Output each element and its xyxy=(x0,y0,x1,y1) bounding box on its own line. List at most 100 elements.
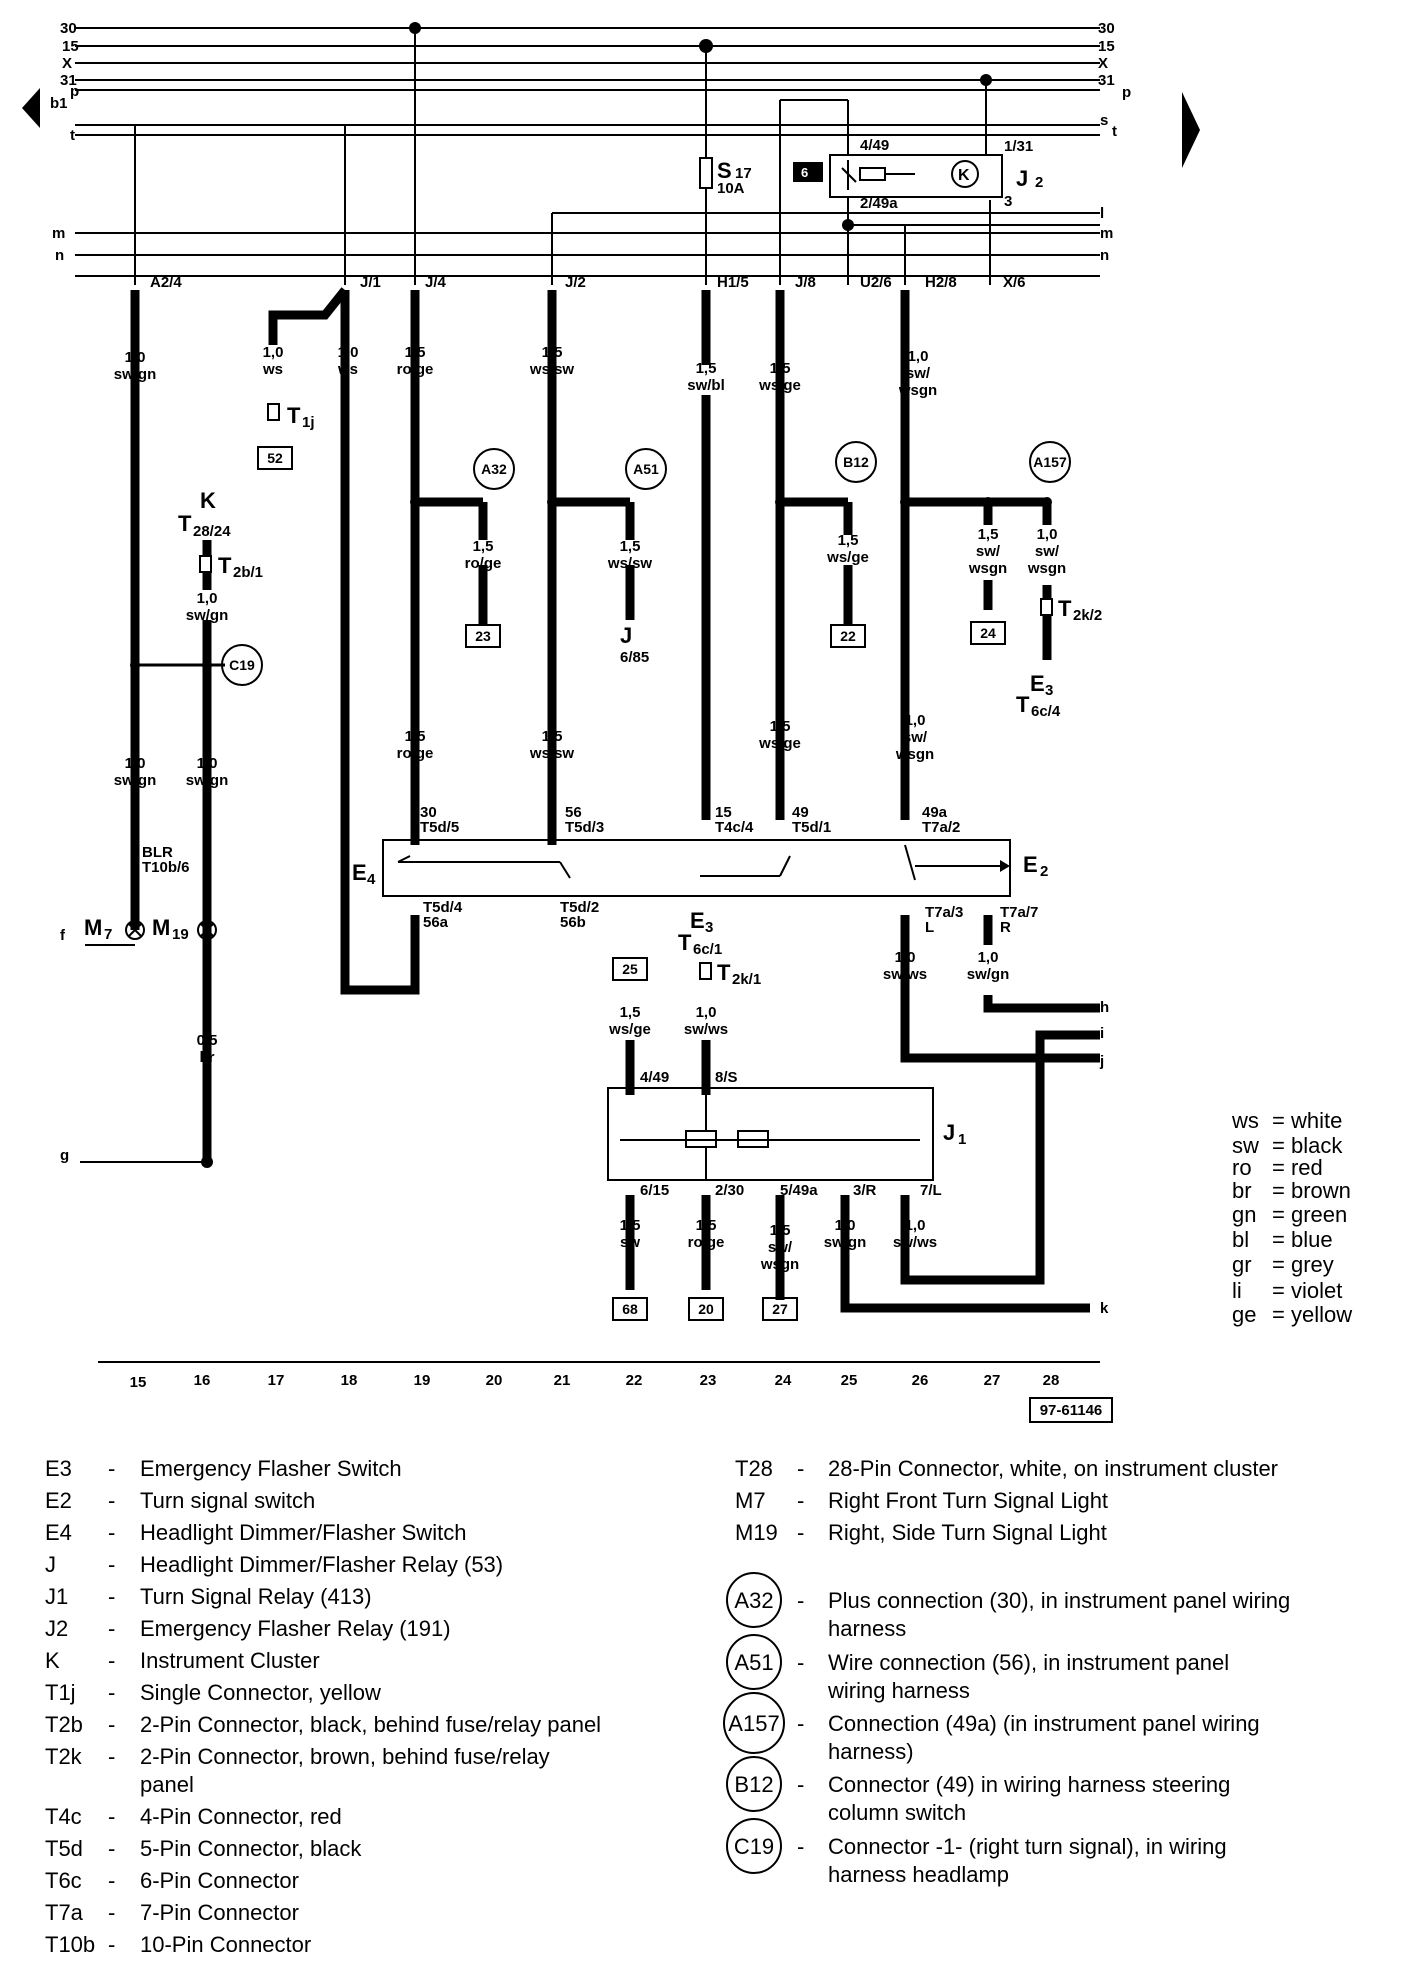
svg-text:-: - xyxy=(108,1680,115,1705)
svg-text:harness headlamp: harness headlamp xyxy=(828,1862,1009,1887)
svg-text:A157: A157 xyxy=(728,1711,779,1736)
rail-label: s xyxy=(1100,112,1108,129)
svg-text:wsgn: wsgn xyxy=(898,382,937,399)
svg-text:sw/: sw/ xyxy=(768,1239,793,1256)
svg-text:T5d: T5d xyxy=(45,1836,83,1861)
svg-text:1,0: 1,0 xyxy=(197,755,218,772)
svg-text:= brown: = brown xyxy=(1272,1178,1351,1203)
svg-text:10-Pin Connector: 10-Pin Connector xyxy=(140,1932,311,1957)
svg-text:J: J xyxy=(45,1552,56,1577)
svg-text:-: - xyxy=(108,1744,115,1769)
svg-text:28-Pin Connector, white, on in: 28-Pin Connector, white, on instrument c… xyxy=(828,1456,1278,1481)
svg-text:ro/ge: ro/ge xyxy=(688,1234,725,1251)
svg-text:1,5: 1,5 xyxy=(770,718,791,735)
svg-text:1,0: 1,0 xyxy=(978,949,999,966)
svg-text:-: - xyxy=(108,1520,115,1545)
svg-text:1,0: 1,0 xyxy=(125,349,146,366)
svg-text:T: T xyxy=(1058,596,1072,621)
svg-text:K: K xyxy=(958,167,970,184)
svg-text:-: - xyxy=(108,1648,115,1673)
legend-circles: A32 - Plus connection (30), in instrumen… xyxy=(723,1572,1290,1887)
svg-text:17: 17 xyxy=(268,1372,285,1389)
svg-text:2: 2 xyxy=(1040,863,1048,880)
rail-label: 31 xyxy=(60,72,77,89)
svg-text:E2: E2 xyxy=(45,1488,72,1513)
circle-connectors: A32 A51 B12 A157 C19 xyxy=(221,441,1071,686)
svg-text:ro/ge: ro/ge xyxy=(397,745,434,762)
lamp-m7-icon xyxy=(125,920,145,940)
svg-text:T: T xyxy=(678,930,692,955)
column-ruler: 15 16 17 18 19 20 21 22 23 24 25 26 27 2… xyxy=(130,1372,1060,1391)
svg-text:T5d/5: T5d/5 xyxy=(420,819,459,836)
svg-text:T2b: T2b xyxy=(45,1712,83,1737)
svg-text:1,5: 1,5 xyxy=(620,538,641,555)
svg-text:Connector (49) in wiring harne: Connector (49) in wiring harness steerin… xyxy=(828,1772,1230,1797)
connector-b12: B12 xyxy=(843,454,869,470)
rail-label: n xyxy=(55,247,64,264)
svg-text:T7a/3: T7a/3 xyxy=(925,904,963,921)
svg-text:1,5: 1,5 xyxy=(473,538,494,555)
svg-text:K: K xyxy=(200,488,216,513)
svg-text:br: br xyxy=(200,1049,215,1066)
svg-text:J: J xyxy=(1016,166,1028,191)
rail-label: b1 xyxy=(50,95,68,112)
svg-text:15: 15 xyxy=(130,1374,147,1391)
svg-text:T: T xyxy=(218,553,232,578)
svg-text:U2/6: U2/6 xyxy=(860,274,892,291)
svg-text:H2/8: H2/8 xyxy=(925,274,957,291)
svg-text:6/15: 6/15 xyxy=(640,1182,669,1199)
svg-text:15: 15 xyxy=(715,804,732,821)
svg-text:1,0: 1,0 xyxy=(835,1217,856,1234)
svg-text:wsgn: wsgn xyxy=(1027,560,1066,577)
svg-text:j: j xyxy=(1099,1053,1104,1070)
svg-text:1j: 1j xyxy=(302,414,315,431)
svg-text:ws/ge: ws/ge xyxy=(826,549,869,566)
svg-text:= blue: = blue xyxy=(1272,1227,1333,1252)
svg-text:20: 20 xyxy=(486,1372,503,1389)
svg-text:ws/sw: ws/sw xyxy=(529,361,575,378)
svg-text:T5d/4: T5d/4 xyxy=(423,899,463,916)
svg-text:h: h xyxy=(1100,999,1109,1016)
svg-text:br: br xyxy=(1232,1178,1252,1203)
svg-text:Emergency Flasher Switch: Emergency Flasher Switch xyxy=(140,1456,402,1481)
connector-a32: A32 xyxy=(481,461,507,477)
svg-text:Wire connection (56), in instr: Wire connection (56), in instrument pane… xyxy=(828,1650,1229,1675)
svg-text:J2: J2 xyxy=(45,1616,68,1641)
svg-text:-: - xyxy=(108,1552,115,1577)
connector-a157: A157 xyxy=(1033,454,1067,470)
svg-text:18: 18 xyxy=(341,1372,358,1389)
svg-text:= grey: = grey xyxy=(1272,1252,1334,1277)
svg-text:1,0: 1,0 xyxy=(696,1004,717,1021)
previous-page-arrow-icon[interactable] xyxy=(22,88,40,128)
svg-text:wsgn: wsgn xyxy=(760,1256,799,1273)
svg-text:17: 17 xyxy=(735,165,752,182)
svg-text:49: 49 xyxy=(792,804,809,821)
svg-text:1,5: 1,5 xyxy=(770,360,791,377)
next-page-arrow-icon[interactable] xyxy=(1182,92,1200,168)
wires xyxy=(130,287,1100,1313)
rail-label: n xyxy=(1100,247,1109,264)
svg-text:sw/: sw/ xyxy=(906,365,931,382)
svg-text:g: g xyxy=(60,1147,69,1164)
rail-label: p xyxy=(70,83,79,100)
svg-text:1,0: 1,0 xyxy=(905,1217,926,1234)
svg-text:2-Pin Connector, brown, behind: 2-Pin Connector, brown, behind fuse/rela… xyxy=(140,1744,550,1769)
svg-text:ws: ws xyxy=(337,361,358,378)
svg-text:1,0: 1,0 xyxy=(905,712,926,729)
svg-text:J: J xyxy=(620,623,632,648)
svg-text:E3: E3 xyxy=(45,1456,72,1481)
svg-text:f: f xyxy=(60,927,66,944)
svg-text:3: 3 xyxy=(1004,193,1012,210)
svg-text:7/L: 7/L xyxy=(920,1182,942,1199)
svg-text:J: J xyxy=(943,1120,955,1145)
svg-text:Single Connector, yellow: Single Connector, yellow xyxy=(140,1680,381,1705)
svg-text:ws: ws xyxy=(262,361,283,378)
svg-text:27: 27 xyxy=(984,1372,1001,1389)
svg-text:4-Pin Connector, red: 4-Pin Connector, red xyxy=(140,1804,342,1829)
svg-text:-: - xyxy=(108,1456,115,1481)
svg-text:1,0: 1,0 xyxy=(1037,526,1058,543)
svg-text:5-Pin Connector, black: 5-Pin Connector, black xyxy=(140,1836,362,1861)
